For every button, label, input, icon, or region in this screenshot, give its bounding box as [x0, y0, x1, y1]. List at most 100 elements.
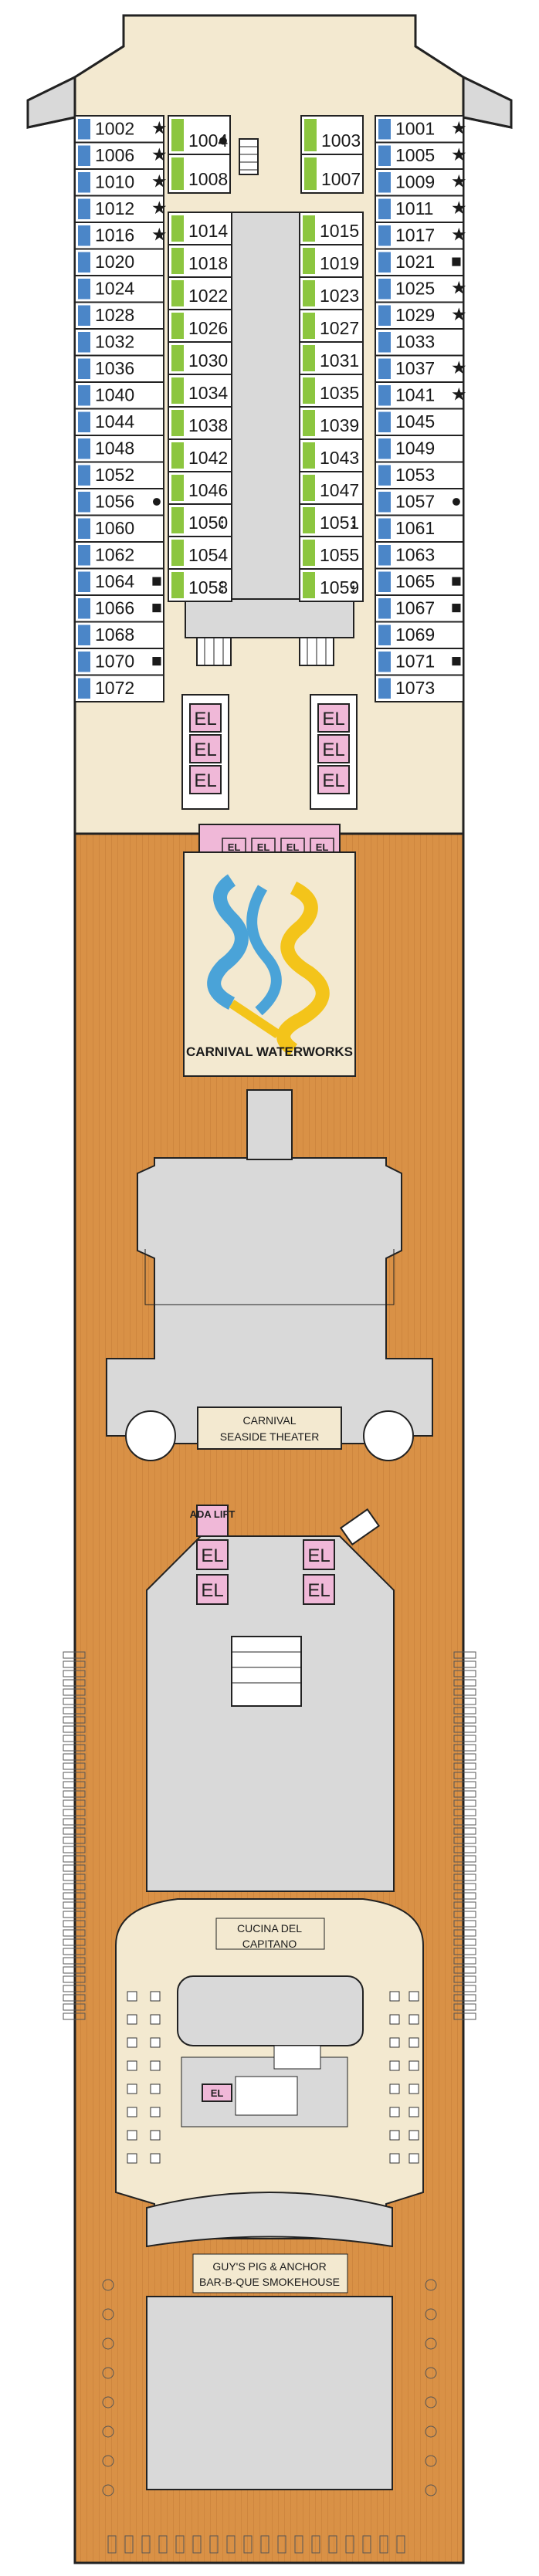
- cabin-1005[interactable]: 1005★: [375, 141, 467, 170]
- cabin-1044[interactable]: 1044: [74, 408, 164, 436]
- cabin-1049[interactable]: 1049: [375, 435, 464, 463]
- cabin-1011[interactable]: 1011★: [375, 195, 467, 223]
- elevator-box: [303, 1574, 335, 1605]
- cabin-1031[interactable]: 1031: [299, 341, 364, 375]
- dining-table-icon: [127, 1991, 137, 2002]
- dining-table-icon: [389, 2037, 400, 2048]
- cabin-1033[interactable]: 1033: [375, 328, 464, 357]
- elevator[interactable]: EL: [196, 1539, 229, 1570]
- cabin-1022[interactable]: 1022: [168, 276, 232, 310]
- elevator-label: EL: [322, 740, 344, 760]
- cabin-1071[interactable]: 1071■: [375, 648, 464, 676]
- cabin-1012[interactable]: 1012★: [74, 195, 168, 223]
- cabin-1056[interactable]: 1056●: [74, 488, 164, 516]
- waterworks-label: CARNIVAL WATERWORKS: [186, 1044, 353, 1059]
- cabin-1046[interactable]: 1046: [168, 471, 232, 505]
- cabin-1020[interactable]: 1020: [74, 248, 164, 276]
- cabin-color-band: [303, 215, 315, 242]
- cabin-1072[interactable]: 1072: [74, 674, 164, 702]
- elevator-small[interactable]: EL: [251, 838, 276, 856]
- cabin-1067[interactable]: 1067■: [375, 594, 464, 623]
- cabin-1073[interactable]: 1073: [375, 674, 464, 702]
- cabin-1041[interactable]: 1041★: [375, 381, 467, 410]
- cabin-1052[interactable]: 1052: [74, 461, 164, 489]
- elevator[interactable]: EL: [196, 1574, 229, 1605]
- cabin-1035[interactable]: 1035: [299, 374, 364, 408]
- cabin-1027[interactable]: 1027: [299, 309, 364, 343]
- cabin-1009[interactable]: 1009★: [375, 168, 467, 197]
- cabin-1055[interactable]: 1055: [299, 536, 364, 570]
- cabin-1008[interactable]: 1008: [168, 154, 231, 194]
- elevator[interactable]: EL: [303, 1539, 335, 1570]
- cabin-1040[interactable]: 1040: [74, 381, 164, 410]
- elevator[interactable]: EL: [189, 765, 222, 794]
- cabin-color-band: [78, 678, 90, 699]
- cabin-1058[interactable]: 1058⁝: [168, 568, 232, 602]
- cabin-1018[interactable]: 1018: [168, 244, 232, 278]
- cabin-1023[interactable]: 1023: [299, 276, 364, 310]
- cabin-1004[interactable]: 1004●: [168, 115, 231, 155]
- cabin-1002[interactable]: 1002★: [74, 115, 168, 144]
- cabin-1042[interactable]: 1042: [168, 438, 232, 472]
- elevator[interactable]: EL: [303, 1574, 335, 1605]
- elevator-label: EL: [307, 1545, 330, 1566]
- cabin-1010[interactable]: 1010★: [74, 168, 168, 197]
- cabin-1039[interactable]: 1039: [299, 406, 364, 440]
- elevator[interactable]: EL: [189, 703, 222, 733]
- cabin-1034[interactable]: 1034: [168, 374, 232, 408]
- cabin-1045[interactable]: 1045: [375, 408, 464, 436]
- cabin-1053[interactable]: 1053: [375, 461, 464, 489]
- cabin-number: 1064: [95, 571, 134, 591]
- cabin-1016[interactable]: 1016★: [74, 222, 168, 250]
- cabin-1061[interactable]: 1061: [375, 514, 464, 543]
- cabin-1019[interactable]: 1019: [299, 244, 364, 278]
- cabin-column-right-outer: 1001★1005★1009★1011★1017★1021■1025★1029★…: [375, 115, 467, 702]
- cabin-1029[interactable]: 1029★: [375, 301, 467, 330]
- cabin-1037[interactable]: 1037★: [375, 354, 467, 383]
- cabin-1063[interactable]: 1063: [375, 541, 464, 570]
- cabin-1051[interactable]: 1051⁝: [299, 503, 364, 537]
- cabin-1036[interactable]: 1036: [74, 354, 164, 383]
- cabin-color-band: [78, 252, 90, 272]
- cabin-1015[interactable]: 1015: [299, 212, 364, 245]
- cabin-1007[interactable]: 1007: [300, 154, 364, 194]
- cabin-1050[interactable]: 1050⁝: [168, 503, 232, 537]
- cabin-1066[interactable]: 1066■: [74, 594, 164, 623]
- cabin-1057[interactable]: 1057●: [375, 488, 464, 516]
- elevator[interactable]: EL: [317, 734, 350, 763]
- cabin-1021[interactable]: 1021■: [375, 248, 464, 276]
- cabin-1003[interactable]: 1003: [300, 115, 364, 155]
- cabin-1030[interactable]: 1030: [168, 341, 232, 375]
- lounge-chair-icon: [453, 1901, 476, 1909]
- cabin-1048[interactable]: 1048: [74, 435, 164, 463]
- elevator[interactable]: EL: [317, 703, 350, 733]
- cabin-1047[interactable]: 1047: [299, 471, 364, 505]
- cabin-1065[interactable]: 1065■: [375, 567, 464, 596]
- cabin-1060[interactable]: 1060: [74, 514, 164, 543]
- cabin-1069[interactable]: 1069: [375, 621, 464, 649]
- elevator[interactable]: EL: [189, 734, 222, 763]
- cabin-1070[interactable]: 1070■: [74, 648, 164, 676]
- cabin-1059[interactable]: 1059⁝: [299, 568, 364, 602]
- cabin-1026[interactable]: 1026: [168, 309, 232, 343]
- cabin-1032[interactable]: 1032: [74, 328, 164, 357]
- cabin-1024[interactable]: 1024: [74, 275, 164, 303]
- cabin-1006[interactable]: 1006★: [74, 141, 168, 170]
- cabin-1014[interactable]: 1014: [168, 212, 232, 245]
- cabin-1028[interactable]: 1028: [74, 301, 164, 330]
- elevator[interactable]: EL: [317, 765, 350, 794]
- cabin-1043[interactable]: 1043: [299, 438, 364, 472]
- cabin-number: 1041: [395, 385, 435, 405]
- cabin-1068[interactable]: 1068: [74, 621, 164, 649]
- elevator-small[interactable]: EL: [222, 838, 246, 856]
- cabin-color-band: [78, 598, 90, 619]
- cabin-1064[interactable]: 1064■: [74, 567, 164, 596]
- cabin-color-band: [303, 345, 315, 371]
- cabin-1017[interactable]: 1017★: [375, 222, 467, 250]
- cabin-1054[interactable]: 1054: [168, 536, 232, 570]
- cabin-1025[interactable]: 1025★: [375, 275, 467, 303]
- cabin-1001[interactable]: 1001★: [375, 115, 467, 144]
- cabin-1062[interactable]: 1062: [74, 541, 164, 570]
- cabin-1038[interactable]: 1038: [168, 406, 232, 440]
- elevator-small[interactable]: EL: [280, 838, 305, 856]
